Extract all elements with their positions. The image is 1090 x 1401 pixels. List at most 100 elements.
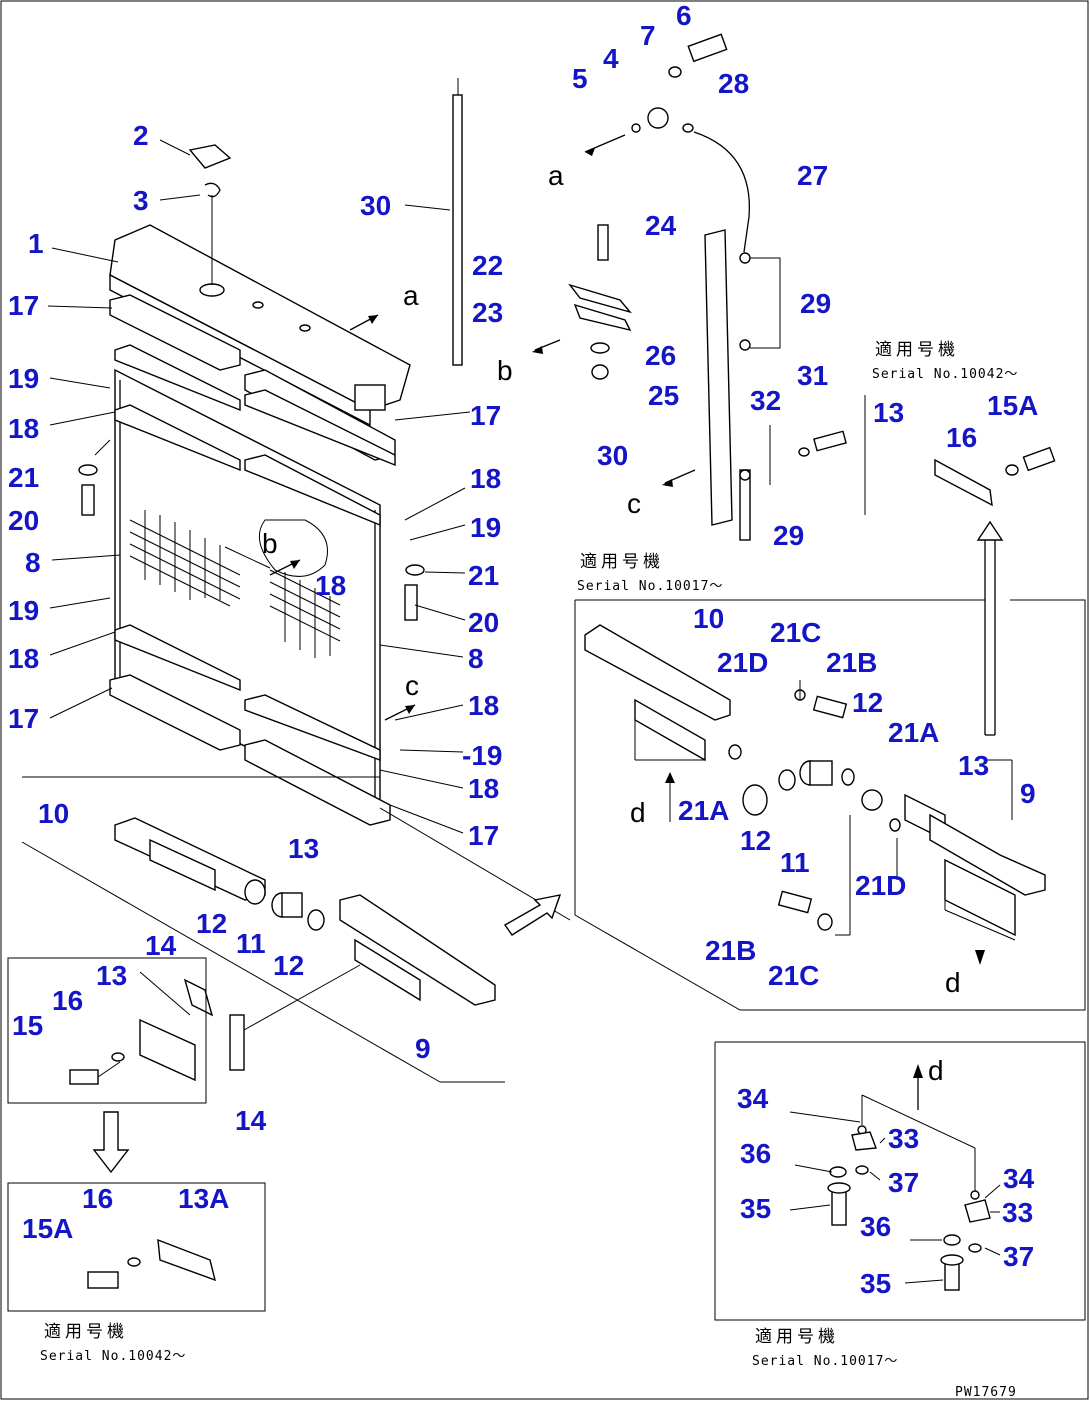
callout: 32 bbox=[750, 385, 781, 416]
applicability-label: 適用号機 bbox=[580, 552, 664, 572]
callout: 10 bbox=[693, 603, 724, 634]
callout: 1 bbox=[28, 228, 44, 259]
callout: 21B bbox=[705, 935, 756, 966]
callout: 21 bbox=[468, 560, 499, 591]
serial-note: Serial No.10042～ bbox=[40, 1349, 186, 1364]
callout: 19 bbox=[8, 363, 39, 394]
detail-box-bracket-old bbox=[7, 957, 207, 1104]
ref-letter: b bbox=[262, 528, 278, 559]
leaders-left bbox=[47, 139, 471, 834]
flow-arrows-left bbox=[269, 314, 416, 721]
callout: 21A bbox=[888, 717, 939, 748]
bolt-20-left bbox=[78, 439, 111, 516]
callout: 13 bbox=[96, 960, 127, 991]
bolt-20-right bbox=[404, 564, 425, 621]
callout: 21A bbox=[678, 795, 729, 826]
drawing-id: PW17679 bbox=[955, 1385, 1017, 1400]
callout: 2 bbox=[133, 120, 149, 151]
callout: 20 bbox=[468, 607, 499, 638]
callout: 14 bbox=[235, 1105, 267, 1136]
callout: 22 bbox=[472, 250, 503, 281]
callout: 35 bbox=[860, 1268, 891, 1299]
stay-hardware-top bbox=[584, 33, 751, 253]
detail-box-bracket-new bbox=[7, 1182, 266, 1312]
stay-rod-30-right bbox=[662, 229, 847, 541]
support-detail-box bbox=[574, 599, 1086, 1011]
callout: 18 bbox=[470, 463, 501, 494]
callout: 12 bbox=[852, 687, 883, 718]
callout: 19 bbox=[8, 595, 39, 626]
callout: 17 bbox=[470, 400, 501, 431]
callout: 5 bbox=[572, 63, 588, 94]
callout: 23 bbox=[472, 297, 503, 328]
callout: 21C bbox=[768, 960, 819, 991]
callout: 26 bbox=[645, 340, 676, 371]
callout: 15A bbox=[22, 1213, 73, 1244]
callout: 33 bbox=[1002, 1197, 1033, 1228]
radiator-cap bbox=[188, 144, 232, 285]
callout: 31 bbox=[797, 360, 828, 391]
serial-note: Serial No.10017～ bbox=[752, 1354, 898, 1369]
callout: 29 bbox=[800, 288, 831, 319]
callout: 24 bbox=[645, 210, 677, 241]
callout: 17 bbox=[8, 290, 39, 321]
replacement-arrow bbox=[92, 1111, 130, 1174]
callout: 8 bbox=[468, 643, 484, 674]
bushing-11 bbox=[244, 879, 325, 931]
callout: 37 bbox=[1003, 1241, 1034, 1272]
callout: 7 bbox=[640, 20, 656, 51]
support-plate-9 bbox=[339, 894, 496, 1006]
callout: 18 bbox=[8, 643, 39, 674]
callout: 11 bbox=[780, 847, 810, 878]
arrow-to-support-detail bbox=[503, 894, 562, 936]
callout: 27 bbox=[797, 160, 828, 191]
callout: 9 bbox=[1020, 778, 1036, 809]
core-seals bbox=[109, 294, 396, 826]
callout: 13A bbox=[178, 1183, 229, 1214]
bracket-14 bbox=[183, 964, 361, 1071]
ref-letter: b bbox=[497, 355, 513, 386]
callout: 14 bbox=[145, 930, 177, 961]
callout: 29 bbox=[773, 520, 804, 551]
callout: 21B bbox=[826, 647, 877, 678]
callout: 15 bbox=[12, 1010, 43, 1041]
serial-note: Serial No.10017～ bbox=[577, 579, 723, 594]
callout: 30 bbox=[597, 440, 628, 471]
callout: 10 bbox=[38, 798, 69, 829]
detail-10042-small bbox=[864, 395, 1056, 515]
ref-letter: d bbox=[630, 797, 646, 828]
callout: 12 bbox=[740, 825, 771, 856]
callout: 21D bbox=[855, 870, 906, 901]
callout: 16 bbox=[946, 422, 977, 453]
stay-rod-30 bbox=[452, 78, 463, 366]
ref-letter: c bbox=[405, 670, 419, 701]
callout: 34 bbox=[1003, 1163, 1035, 1194]
callout: 16 bbox=[52, 985, 83, 1016]
ref-letter: d bbox=[945, 967, 961, 998]
mount-detail-box bbox=[714, 1041, 1086, 1321]
callout: 37 bbox=[888, 1167, 919, 1198]
callout: 36 bbox=[860, 1211, 891, 1242]
callout: 18 bbox=[315, 570, 346, 601]
callout-labels: 1 2 3 17 19 18 21 20 8 19 18 17 30 17 18… bbox=[8, 0, 1038, 1299]
callout: 33 bbox=[888, 1123, 919, 1154]
callout: 18 bbox=[468, 690, 499, 721]
callout: 6 bbox=[676, 0, 692, 31]
callout: 11 bbox=[236, 928, 266, 959]
callout: 21D bbox=[717, 647, 768, 678]
callout: 12 bbox=[196, 908, 227, 939]
callout: 36 bbox=[740, 1138, 771, 1169]
callout: 3 bbox=[133, 185, 149, 216]
callout: 34 bbox=[737, 1083, 769, 1114]
ref-letter: c bbox=[627, 488, 641, 519]
applicability-label: 適用号機 bbox=[875, 340, 959, 360]
callout: 25 bbox=[648, 380, 679, 411]
callout: 21 bbox=[8, 462, 39, 493]
callout: 35 bbox=[740, 1193, 771, 1224]
callout: 12 bbox=[273, 950, 304, 981]
callout: 20 bbox=[8, 505, 39, 536]
support-plate-10 bbox=[114, 817, 266, 901]
callout: 21C bbox=[770, 617, 821, 648]
callout: 4 bbox=[603, 43, 619, 74]
